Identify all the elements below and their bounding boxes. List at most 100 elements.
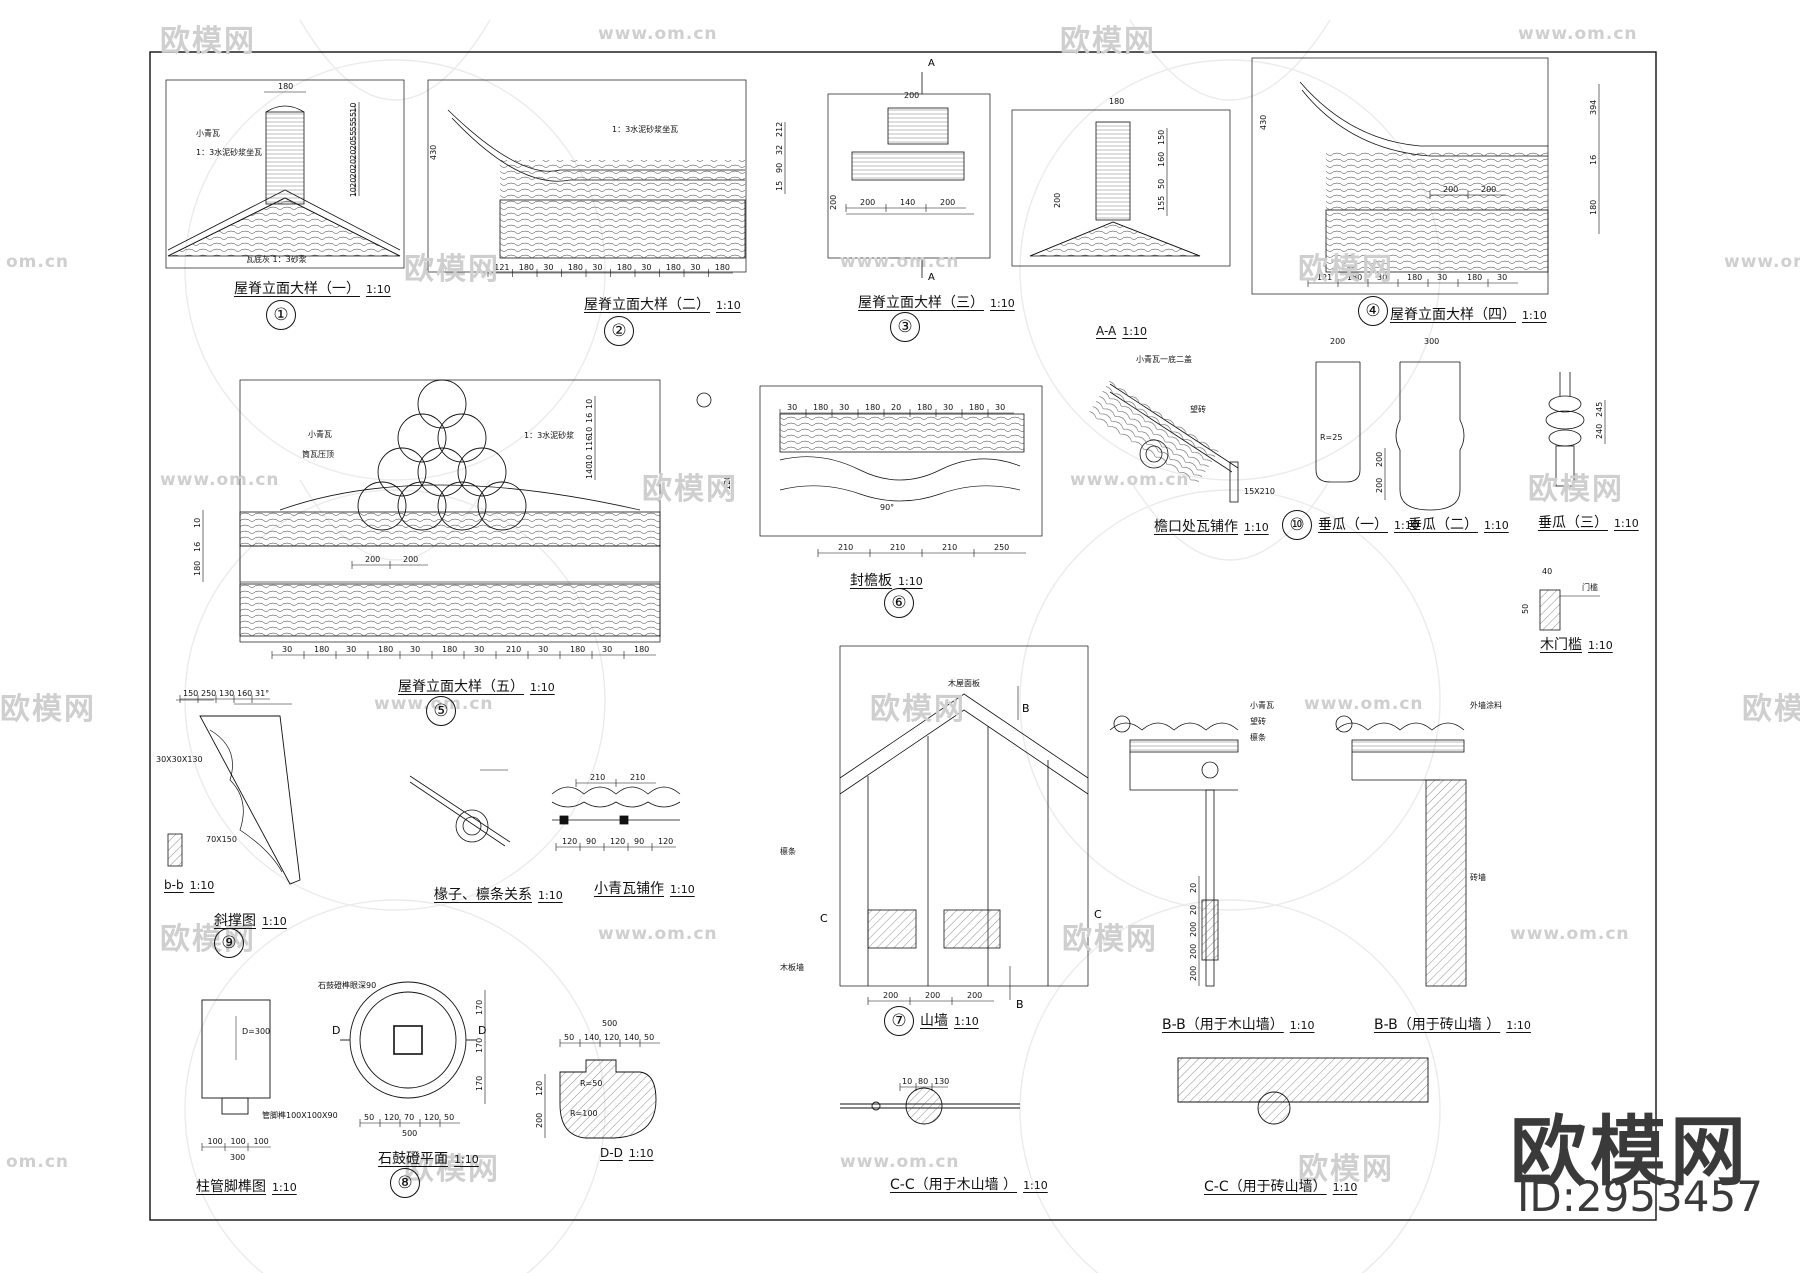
dimension-label: 210 (506, 645, 521, 654)
dimension-label: 30 (787, 403, 797, 412)
dimension-label: 120 (562, 837, 577, 846)
dim-text: 500 (402, 1129, 417, 1138)
dimension-label: 100 (231, 1137, 246, 1146)
dimension-label: 100 (254, 1137, 269, 1146)
dimension-label: 120 (384, 1113, 399, 1122)
dimension-label: 155 (1157, 196, 1166, 211)
detail-5-title: 屋脊立面大样（五）1:10 (398, 679, 555, 695)
dimension-label: 10 (585, 427, 594, 437)
dimension-label: 50 (564, 1033, 574, 1042)
dim-text: 200 (904, 91, 919, 100)
dimension-label: 55 (349, 112, 358, 122)
bb-section-drawing (167, 833, 183, 867)
pendant-3-title: 垂瓜（三）1:10 (1538, 515, 1639, 531)
dimension-label: 20 (1189, 883, 1198, 893)
dimension-label: 180 (617, 263, 632, 272)
detail-aa-drawing (1011, 109, 1231, 267)
dimension-label: 250 (994, 543, 1009, 552)
dim-text: R=25 (1320, 433, 1342, 442)
dim-text: 90° (880, 503, 894, 512)
detail-9-number-badge: ⑨ (214, 928, 244, 958)
ref-circle (696, 392, 712, 408)
detail-4-number-badge: ④ (1358, 296, 1388, 326)
cc-wood-drawing (840, 1087, 1020, 1125)
section-mark-d-right: D (478, 1024, 486, 1037)
dimension-label: 30 (346, 645, 356, 654)
dimension-label: 50 (364, 1113, 374, 1122)
model-id: ID:2953457 (1517, 1172, 1763, 1221)
dimension-label: 180 (568, 263, 583, 272)
dimension-label: 90 (634, 837, 644, 846)
dimension-label: 16 (585, 413, 594, 423)
dimension-label: 200 (535, 1113, 544, 1128)
dimension-label: 394 (1589, 100, 1598, 115)
detail-1-drawing (165, 79, 405, 269)
dim-text: 430 (429, 145, 438, 160)
dim-text: 500 (602, 1019, 617, 1028)
dimension-label: 30 (1377, 273, 1387, 282)
dimension-label: 20 (1189, 905, 1198, 915)
col-note: 管脚榫100X100X90 (262, 1110, 338, 1120)
detail-3-drawing (827, 72, 991, 278)
note-d1a: 小青瓦 (196, 128, 220, 138)
note-d5a: 小青瓦 (308, 429, 332, 439)
dimension-label: 200 (940, 198, 955, 207)
dim-text: 200 (1053, 193, 1062, 208)
bb-wood-drawing (1109, 715, 1239, 987)
dimension-label: 30 (282, 645, 292, 654)
dimension-label: 210 (890, 543, 905, 552)
dimension-label: 180 (193, 561, 202, 576)
dimension-label: 30 (943, 403, 953, 412)
dimension-label: 121 (494, 263, 509, 272)
dim-text: R=50 (580, 1079, 602, 1088)
dim-text: R=100 (570, 1109, 598, 1118)
dimension-label: 30 (543, 263, 553, 272)
dimension-label: 210 (630, 773, 645, 782)
dimension-label: 180 (1589, 200, 1598, 215)
dimension-label: 30 (839, 403, 849, 412)
dimension-label: 180 (1407, 273, 1422, 282)
dimension-label: 30 (995, 403, 1005, 412)
pendant-2-drawing (1395, 361, 1465, 511)
dimension-label: 10 (349, 103, 358, 113)
dimension-label: 150 (1157, 130, 1166, 145)
dimension-label: 31° (255, 689, 269, 698)
detail-4-drawing (1251, 57, 1549, 295)
dimension-label: 200 (1189, 966, 1198, 981)
dimension-label: 200 (1481, 185, 1496, 194)
section-mark-b-bottom: B (1016, 998, 1024, 1011)
dimension-label: 180 (1347, 273, 1362, 282)
cc-wood-title: C-C（用于木山墙 ）1:10 (890, 1177, 1048, 1193)
detail-3-number-badge: ③ (890, 312, 920, 342)
dimension-label: 180 (865, 403, 880, 412)
tile-layout-drawing (551, 786, 681, 825)
dimension-label: 180 (378, 645, 393, 654)
dimension-label: 10 (585, 455, 594, 465)
dimension-label: 210 (590, 773, 605, 782)
note-bba: 小青瓦 (1250, 700, 1274, 710)
dimension-label: 180 (813, 403, 828, 412)
dimension-label: 10 (349, 187, 358, 197)
door-sill-drawing (1539, 589, 1600, 631)
dimension-label: 10 (902, 1077, 912, 1086)
note-bbb: 望砖 (1250, 716, 1266, 726)
dimension-label: 30 (538, 645, 548, 654)
note-d5c: 1：3水泥砂浆 (524, 430, 574, 440)
dimension-label: 20 (349, 150, 358, 160)
detail-10-number-badge: ⑩ (1282, 510, 1312, 540)
dimension-label: 20 (891, 403, 901, 412)
dimension-label: 50 (644, 1033, 654, 1042)
cc-brick-title: C-C（用于砖山墙）1:10 (1204, 1179, 1358, 1195)
